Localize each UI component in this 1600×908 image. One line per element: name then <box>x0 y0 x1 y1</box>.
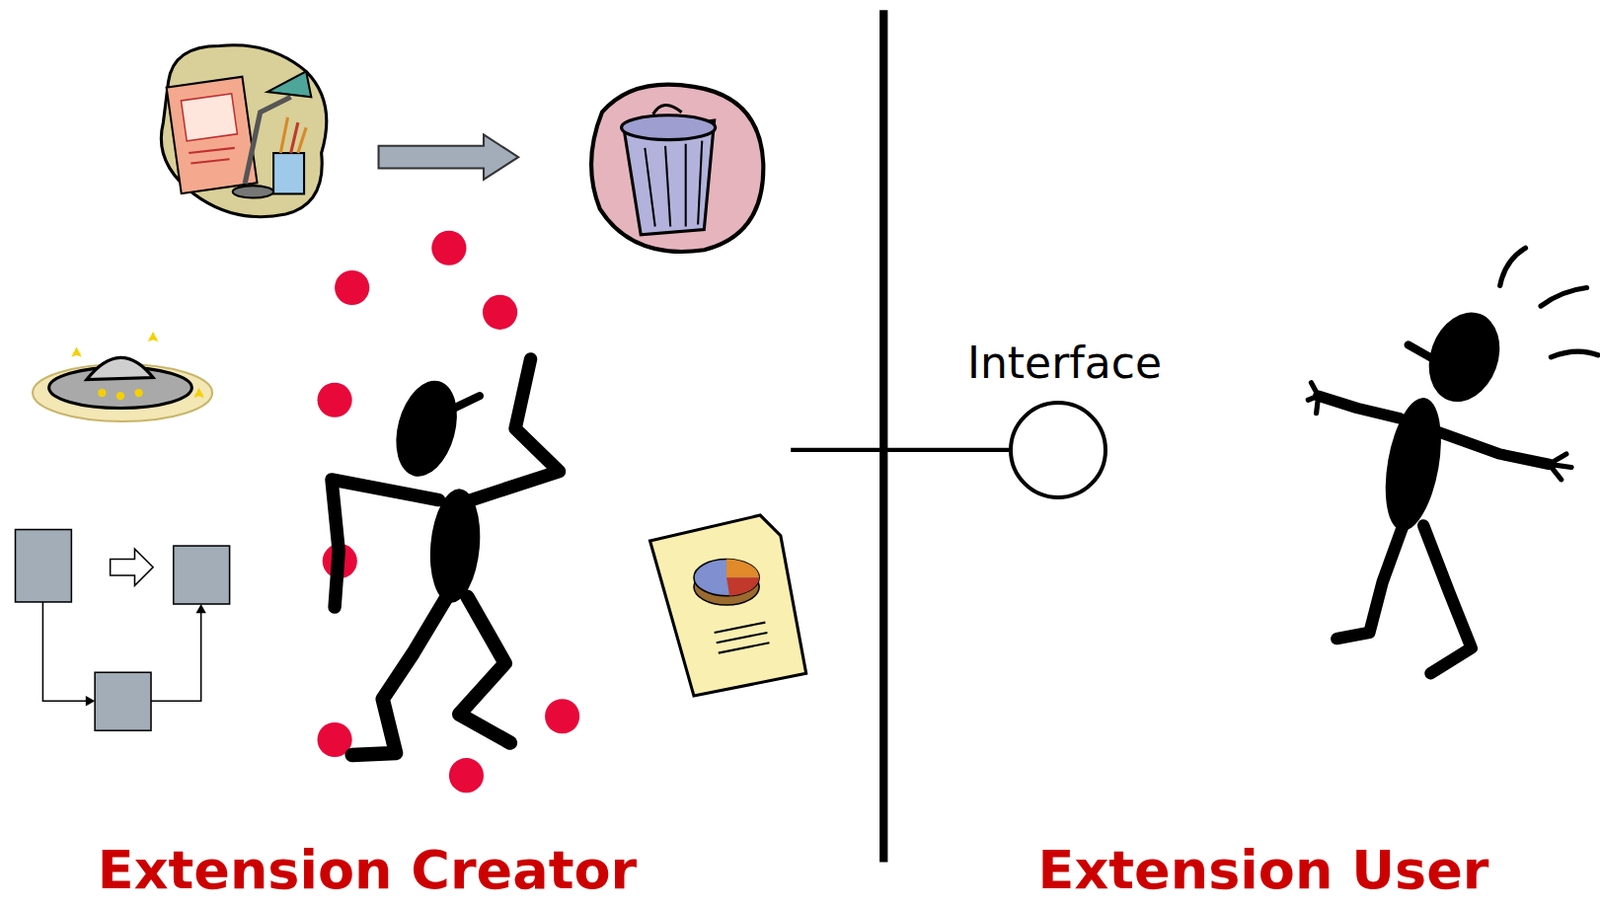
interface-circle-outline <box>1010 402 1106 498</box>
interface-wire <box>790 448 1010 453</box>
creator-figure <box>331 359 560 756</box>
flowchart-symbol <box>15 530 230 732</box>
interface-label: Interface <box>967 338 1162 389</box>
report-clipart <box>650 515 807 696</box>
ufo-clipart <box>32 331 213 422</box>
role-label: Extension User <box>1038 840 1490 900</box>
trash-clipart <box>591 84 763 252</box>
juggling-balls <box>317 230 581 794</box>
interface-circle <box>1007 399 1109 501</box>
user-figure <box>1307 247 1599 674</box>
interface-node: Interface <box>967 338 1162 501</box>
flow-arrow <box>379 134 520 179</box>
design-clipart <box>160 45 326 218</box>
role-label: Extension Creator <box>97 840 637 900</box>
divider-line <box>879 9 888 862</box>
